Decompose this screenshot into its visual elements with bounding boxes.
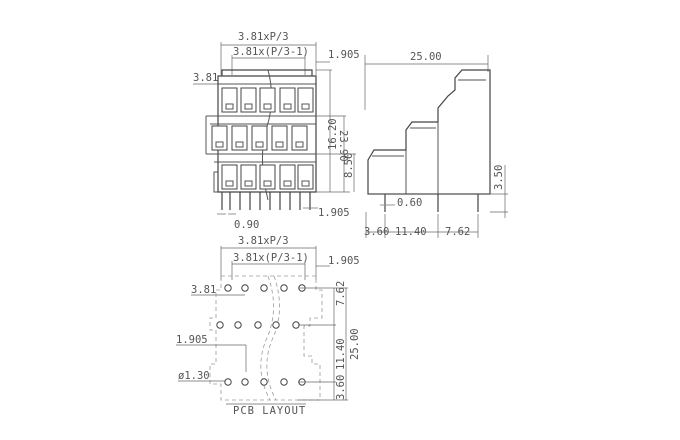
- front-height-low-label: 8.50: [343, 153, 355, 178]
- pcb-pitch-total-label: 3.81xP/3: [238, 235, 289, 247]
- pcb-row-offset-label: 1.905: [176, 334, 208, 346]
- terminal-window: [297, 87, 314, 113]
- front-height-mid-label: 16.20: [327, 118, 339, 150]
- terminal-window: [259, 87, 276, 113]
- screw-slot: [263, 180, 272, 187]
- terminal-window: [221, 87, 238, 113]
- side-pin-width-label: 0.60: [397, 197, 422, 209]
- front-bottom-offset-label: 1.905: [318, 207, 350, 219]
- pcb-hole: [234, 321, 242, 329]
- screw-slot: [225, 103, 234, 110]
- front-pitch-partial-label: 3.81x(P/3-1): [233, 46, 309, 58]
- pcb-hole: [254, 321, 262, 329]
- terminal-window: [251, 125, 268, 151]
- pcb-pitch-label: 3.81: [191, 284, 216, 296]
- screw-slot: [295, 141, 304, 148]
- pcb-hole: [260, 378, 268, 386]
- side-dim-b-label: 11.40: [395, 226, 427, 238]
- screw-slot: [263, 103, 272, 110]
- pcb-layout: 3.81xP/3 3.81x(P/3-1) 1.905 3.81 1.905 ø…: [176, 235, 361, 417]
- side-dim-a-label: 3.60: [364, 226, 389, 238]
- terminal-window: [211, 125, 228, 151]
- terminal-window: [240, 164, 257, 190]
- pcb-hole: [280, 284, 288, 292]
- screw-slot: [283, 180, 292, 187]
- side-pin-length-label: 3.50: [493, 165, 505, 190]
- pcb-depth-label: 25.00: [349, 328, 361, 360]
- screw-slot: [255, 141, 264, 148]
- terminal-window: [271, 125, 288, 151]
- terminal-window: [221, 164, 238, 190]
- front-pitch-label: 3.81: [193, 72, 218, 84]
- screw-slot: [215, 141, 224, 148]
- screw-slot: [301, 180, 310, 187]
- pcb-hole: [280, 378, 288, 386]
- screw-slot: [244, 180, 253, 187]
- front-pin-width-label: 0.90: [234, 219, 259, 231]
- front-view: 3.81xP/3 3.81x(P/3-1) 1.905 3.81: [193, 31, 360, 231]
- front-right-offset-label: 1.905: [328, 49, 360, 61]
- side-depth-label: 25.00: [410, 51, 442, 63]
- pcb-row-gap-c-label: 3.60: [335, 375, 347, 400]
- terminal-window: [240, 87, 257, 113]
- screw-slot: [283, 103, 292, 110]
- pcb-row-gap-b-label: 11.40: [335, 338, 347, 370]
- pcb-right-offset-label: 1.905: [328, 255, 360, 267]
- terminal-window: [291, 125, 308, 151]
- screw-slot: [225, 180, 234, 187]
- pcb-hole: [224, 378, 232, 386]
- pcb-pitch-partial-label: 3.81x(P/3-1): [233, 252, 309, 264]
- pcb-hole: [272, 321, 280, 329]
- pcb-row-gap-a-label: 7.62: [335, 281, 347, 306]
- terminal-window: [297, 164, 314, 190]
- pcb-layout-caption: PCB LAYOUT: [233, 405, 306, 417]
- terminal-window: [279, 164, 296, 190]
- side-dim-c-label: 7.62: [445, 226, 470, 238]
- screw-slot: [301, 103, 310, 110]
- pcb-hole: [241, 378, 249, 386]
- screw-slot: [275, 141, 284, 148]
- pcb-hole: [224, 284, 232, 292]
- screw-slot: [235, 141, 244, 148]
- pcb-hole-diameter-label: ø1.30: [178, 370, 210, 382]
- pcb-hole: [241, 284, 249, 292]
- pcb-hole: [216, 321, 224, 329]
- screw-slot: [244, 103, 253, 110]
- terminal-window: [279, 87, 296, 113]
- terminal-window: [231, 125, 248, 151]
- side-view: 25.00 3.50 0.60 3.60 11.40 7.62: [364, 51, 508, 238]
- pcb-hole: [260, 284, 268, 292]
- terminal-window: [259, 164, 276, 190]
- front-pitch-total-label: 3.81xP/3: [238, 31, 289, 43]
